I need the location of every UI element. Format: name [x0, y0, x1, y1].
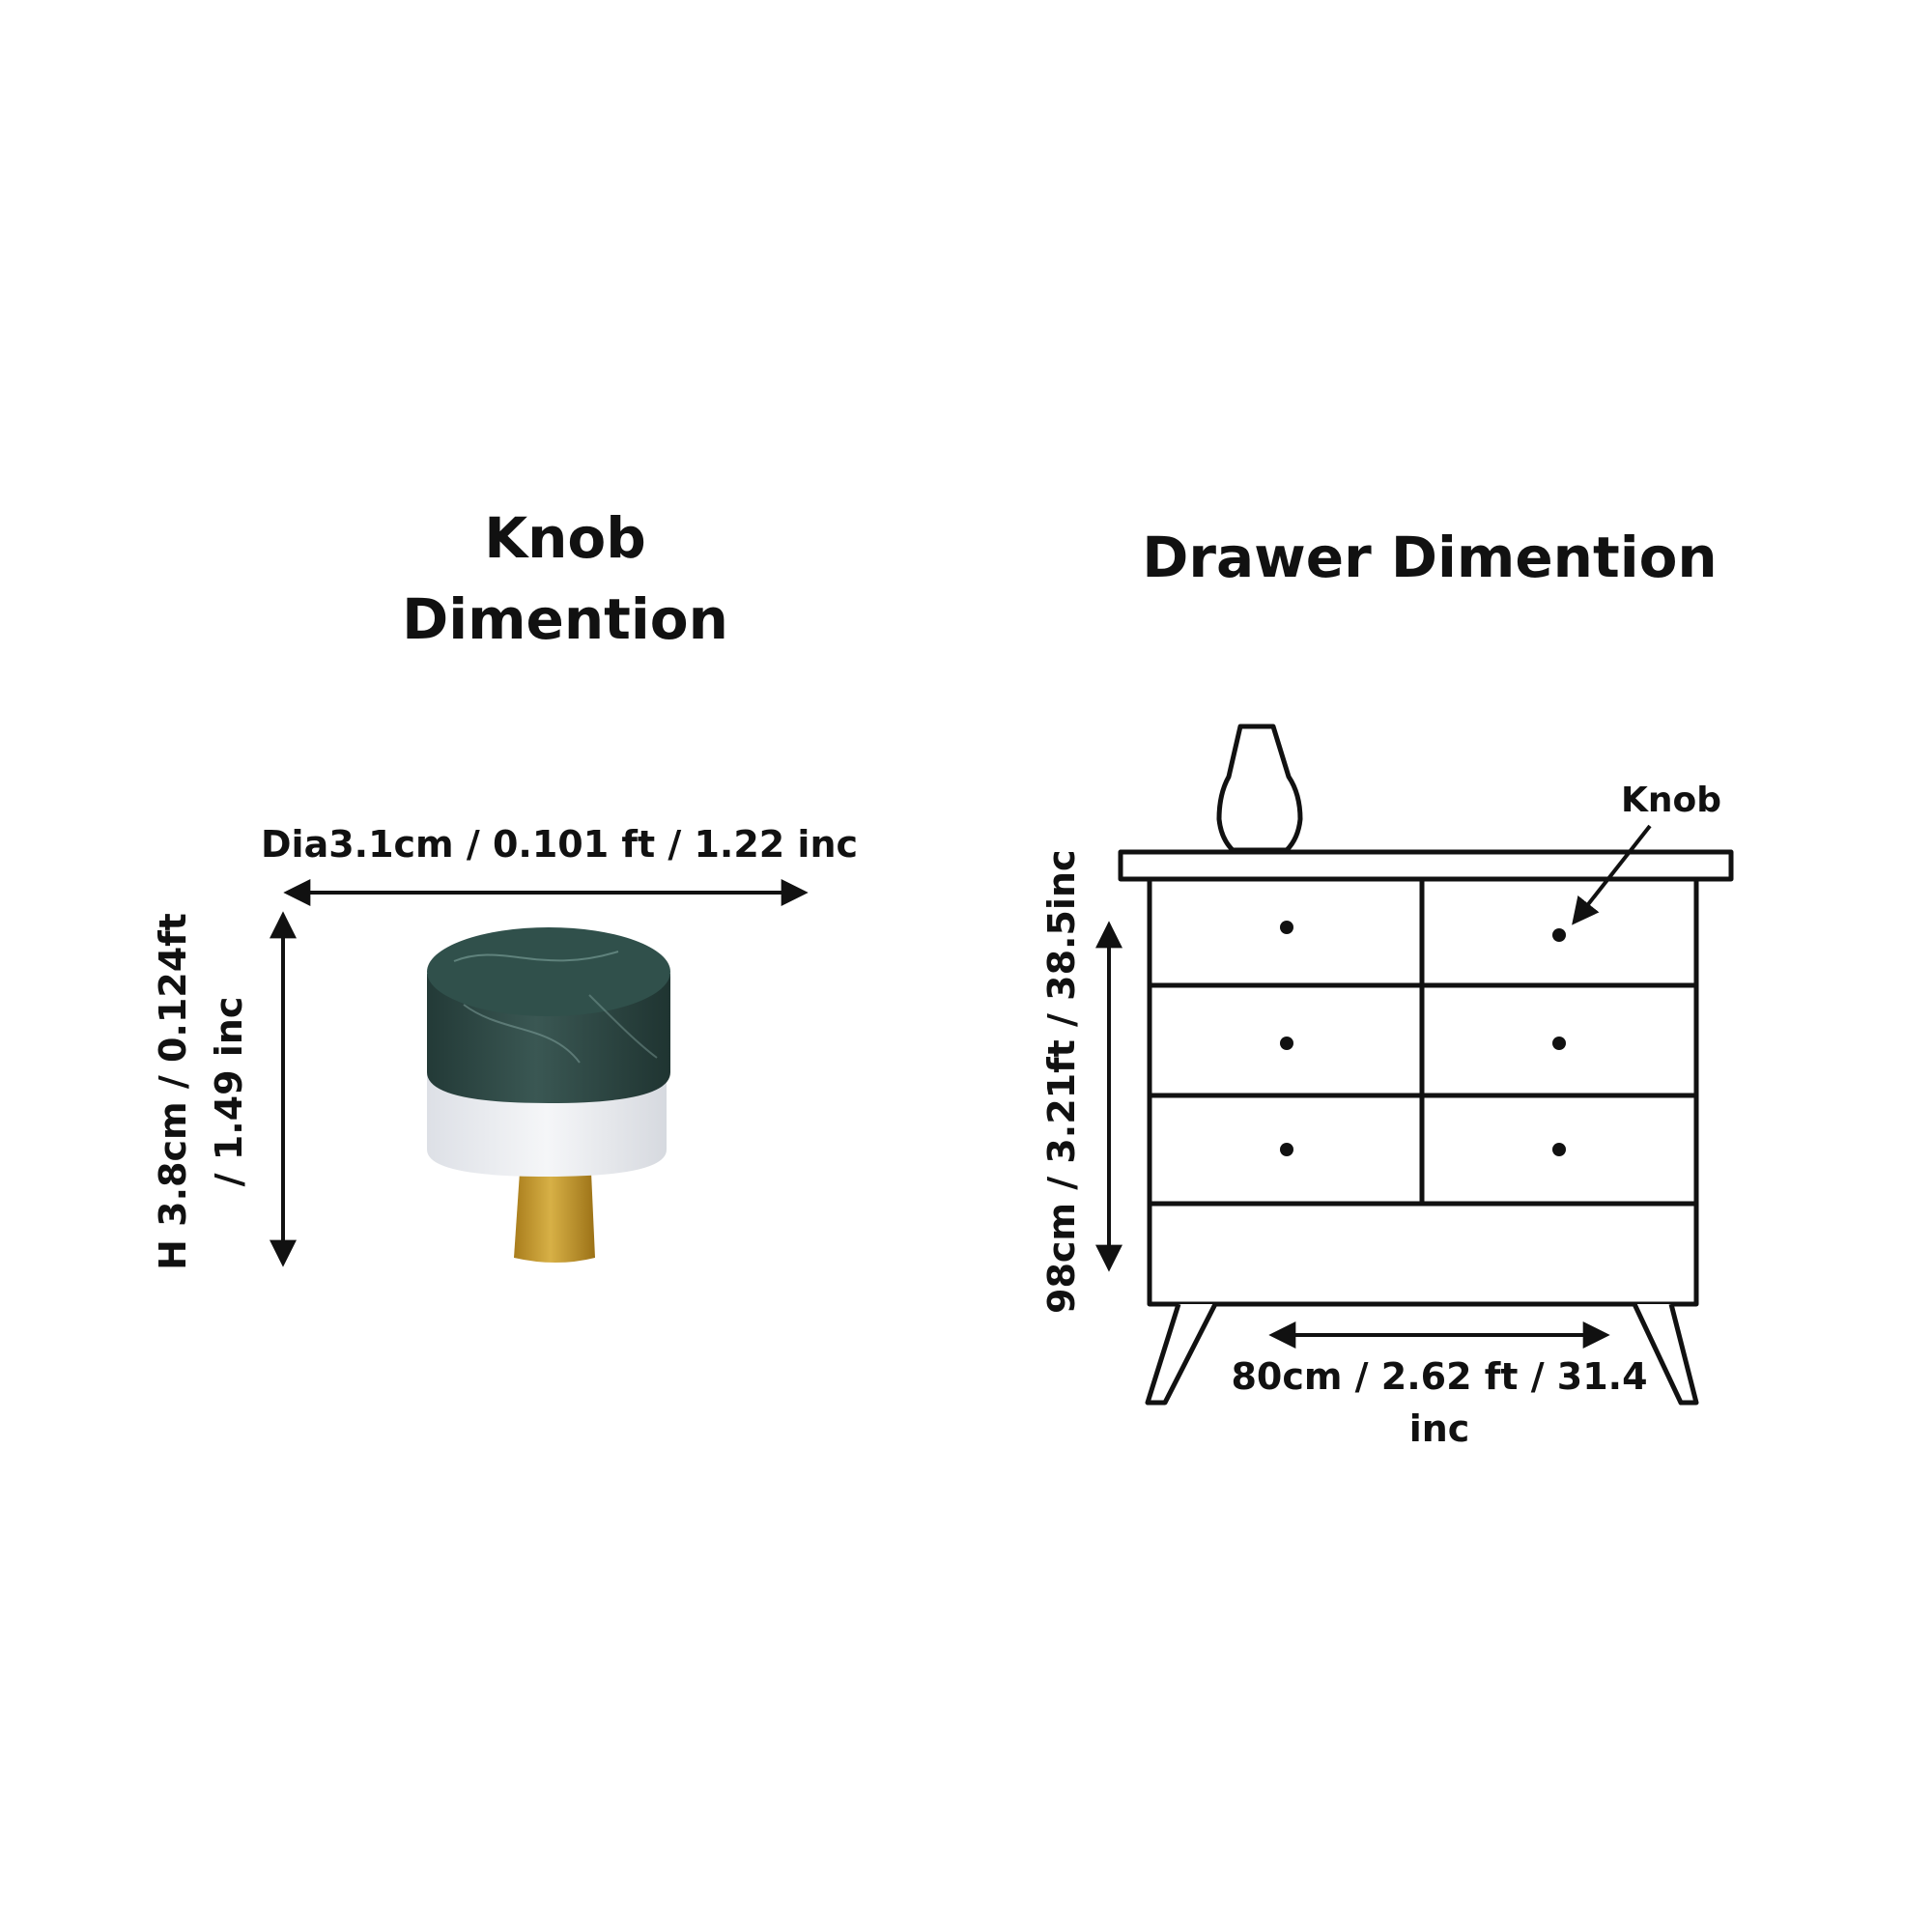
drawer-dimension-title: Drawer Dimention	[1142, 525, 1718, 590]
drawer-knob-dot	[1552, 1037, 1566, 1050]
drawer-illustration	[1118, 724, 1734, 1406]
drawer-knob-dot	[1552, 1143, 1566, 1156]
dresser-top-board	[1118, 849, 1734, 882]
knob-title-line1: Knob	[484, 505, 646, 571]
knob-product-image	[427, 927, 670, 1263]
knob-brass-stem	[514, 1172, 595, 1263]
knob-callout-arrow	[1572, 824, 1652, 925]
drawer-knob-dot	[1280, 1143, 1293, 1156]
dresser-left-leg	[1145, 1302, 1218, 1406]
drawer-knob-dot	[1280, 921, 1293, 934]
drawer-knob-dot	[1280, 1037, 1293, 1050]
knob-callout-label: Knob	[1620, 781, 1722, 820]
knob-dimension-title: Knob Dimention	[328, 497, 802, 660]
vase-icon	[1216, 724, 1303, 853]
knob-marble-top	[427, 927, 670, 1016]
drawer-knob-dot	[1552, 928, 1566, 942]
dresser-right-leg	[1632, 1302, 1699, 1406]
knob-diameter-label: Dia3.1cm / 0.101 ft / 1.22 inc	[261, 823, 859, 866]
drawer-knobs	[1280, 921, 1566, 1156]
drawer-width-label: 80cm / 2.62 ft / 31.4 inc	[1231, 1355, 1648, 1450]
knob-title-line2: Dimention	[402, 586, 728, 652]
